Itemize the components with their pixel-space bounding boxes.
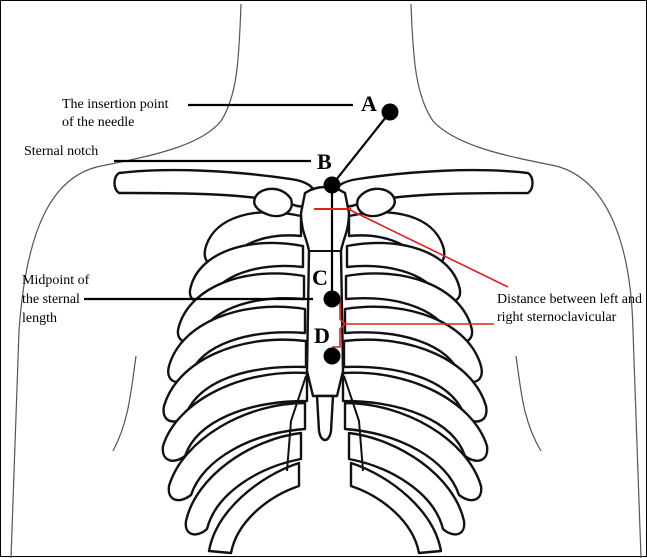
distance-label-line1: Distance between left and xyxy=(497,292,642,307)
point-a-marker xyxy=(382,104,399,121)
point-b-marker xyxy=(324,177,341,194)
midpoint-label-line3: length xyxy=(22,311,57,326)
insertion-point-label-line2: of the needle xyxy=(62,115,134,130)
point-c-label: C xyxy=(312,265,328,290)
distance-label-line2: right sternoclavicular xyxy=(497,310,617,325)
point-d-marker xyxy=(324,348,341,365)
line-a-to-b xyxy=(332,112,390,185)
sternal-notch-label: Sternal notch xyxy=(24,144,98,159)
point-d-label: D xyxy=(314,323,330,348)
midpoint-label-line1: Midpoint of xyxy=(22,273,90,288)
point-a-label: A xyxy=(361,91,377,116)
point-c-marker xyxy=(324,291,341,308)
sternum xyxy=(301,187,349,440)
rib-cage-right xyxy=(343,212,487,553)
rib-cage-left xyxy=(163,212,307,553)
insertion-point-label-line1: The insertion point xyxy=(62,97,169,112)
point-b-label: B xyxy=(317,149,332,174)
midpoint-label-line2: the sternal xyxy=(22,292,80,307)
